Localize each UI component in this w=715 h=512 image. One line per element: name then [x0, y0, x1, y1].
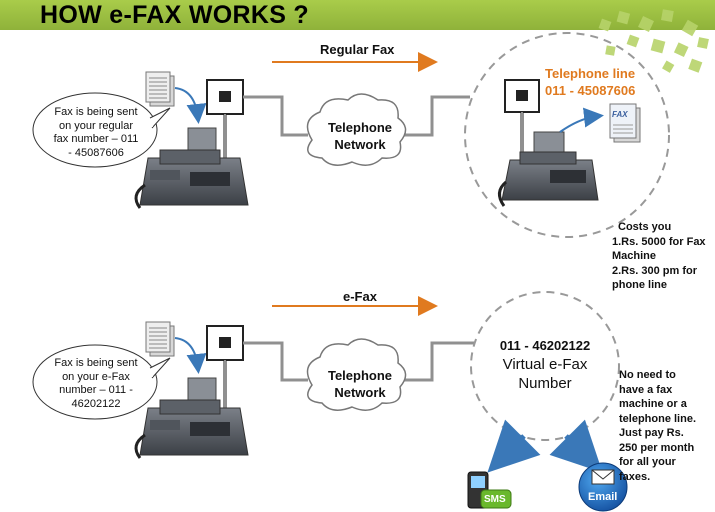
speech-bubble — [32, 344, 158, 420]
efax-bubble-text: Fax is being sent on your e-Fax number –… — [40, 357, 152, 411]
note-line: No need to — [619, 369, 676, 381]
cloud-line: Network — [334, 385, 386, 400]
regular-bubble-text: Fax is being sent on your regular fax nu… — [40, 106, 152, 160]
sms-label: SMS — [484, 494, 506, 505]
fax-machine-icon — [134, 127, 249, 209]
regular-fax-label: Regular Fax — [320, 42, 395, 57]
bubble-line: Fax is being sent — [54, 357, 138, 369]
feed-arrow — [174, 337, 207, 374]
note-line: 250 per month — [619, 441, 695, 454]
note-line: have a fax — [619, 383, 673, 396]
email-label: Email — [588, 491, 618, 503]
decorative-squares — [598, 9, 709, 73]
costs-line: 1.Rs. 5000 for Fax — [612, 235, 706, 248]
email-icon — [578, 462, 628, 512]
costs-line: Machine — [612, 250, 657, 262]
cloud-line: Telephone — [327, 120, 393, 135]
telephone-network-label: Telephone Network — [315, 119, 405, 153]
feed-arrow — [174, 87, 207, 124]
document-stack-icon — [145, 321, 175, 357]
page-title: HOW e-FAX WORKS ? — [40, 1, 309, 29]
virtual-number-box: 011 - 46202122 Virtual e-Fax Number — [475, 338, 615, 393]
phone-socket-icon — [206, 79, 244, 115]
note-line: machine or a — [619, 398, 687, 410]
virtual-number-circle — [470, 291, 620, 441]
costs-line: phone line — [612, 279, 667, 291]
costs-line: Costs you — [618, 221, 672, 233]
telephone-network-cloud — [306, 338, 407, 411]
receiver-circle — [464, 32, 670, 238]
fax-doc-label: FAX — [612, 110, 628, 119]
telephone-line-number: 011 - 45087606 — [545, 83, 636, 98]
efax-note: No need to have a fax machine or a telep… — [619, 368, 715, 484]
bubble-line: fax number – 011 — [53, 133, 139, 145]
fax-machine-icon — [134, 377, 249, 459]
virtual-label-line: Number — [518, 375, 572, 392]
phone-socket-icon — [206, 325, 244, 361]
bubble-line: on your regular — [59, 119, 133, 132]
efax-label: e-Fax — [343, 289, 377, 304]
cloud-line: Network — [334, 137, 386, 152]
telephone-network-label: Telephone Network — [315, 367, 405, 401]
title-bar — [0, 0, 715, 30]
bubble-line: on your e-Fax — [62, 370, 130, 383]
bubble-line: Fax is being sent — [54, 106, 138, 118]
virtual-number: 011 - 46202122 — [499, 338, 591, 353]
note-line: Just pay Rs. — [619, 427, 684, 439]
telephone-network-cloud — [306, 93, 407, 166]
virtual-label-line: Virtual e-Fax — [502, 356, 588, 373]
bubble-line: - 45087606 — [68, 146, 124, 159]
bubble-line: number – 011 - — [59, 384, 133, 396]
telephone-line-label: Telephone line — [545, 66, 636, 81]
phone-socket-icon — [504, 79, 540, 113]
costs-note: Costs you 1.Rs. 5000 for Fax Machine 2.R… — [612, 220, 715, 293]
note-line: faxes. — [619, 470, 651, 483]
fax-document-icon — [609, 103, 641, 143]
costs-line: 2.Rs. 300 pm for — [612, 264, 697, 277]
note-line: telephone line. — [619, 412, 697, 425]
sms-phone-icon — [467, 471, 512, 509]
fax-machine-icon — [498, 131, 599, 207]
note-line: for all your — [619, 456, 676, 468]
cloud-line: Telephone — [327, 368, 393, 383]
bubble-line: 46202122 — [71, 397, 121, 410]
speech-bubble — [32, 92, 158, 168]
document-stack-icon — [145, 71, 175, 107]
